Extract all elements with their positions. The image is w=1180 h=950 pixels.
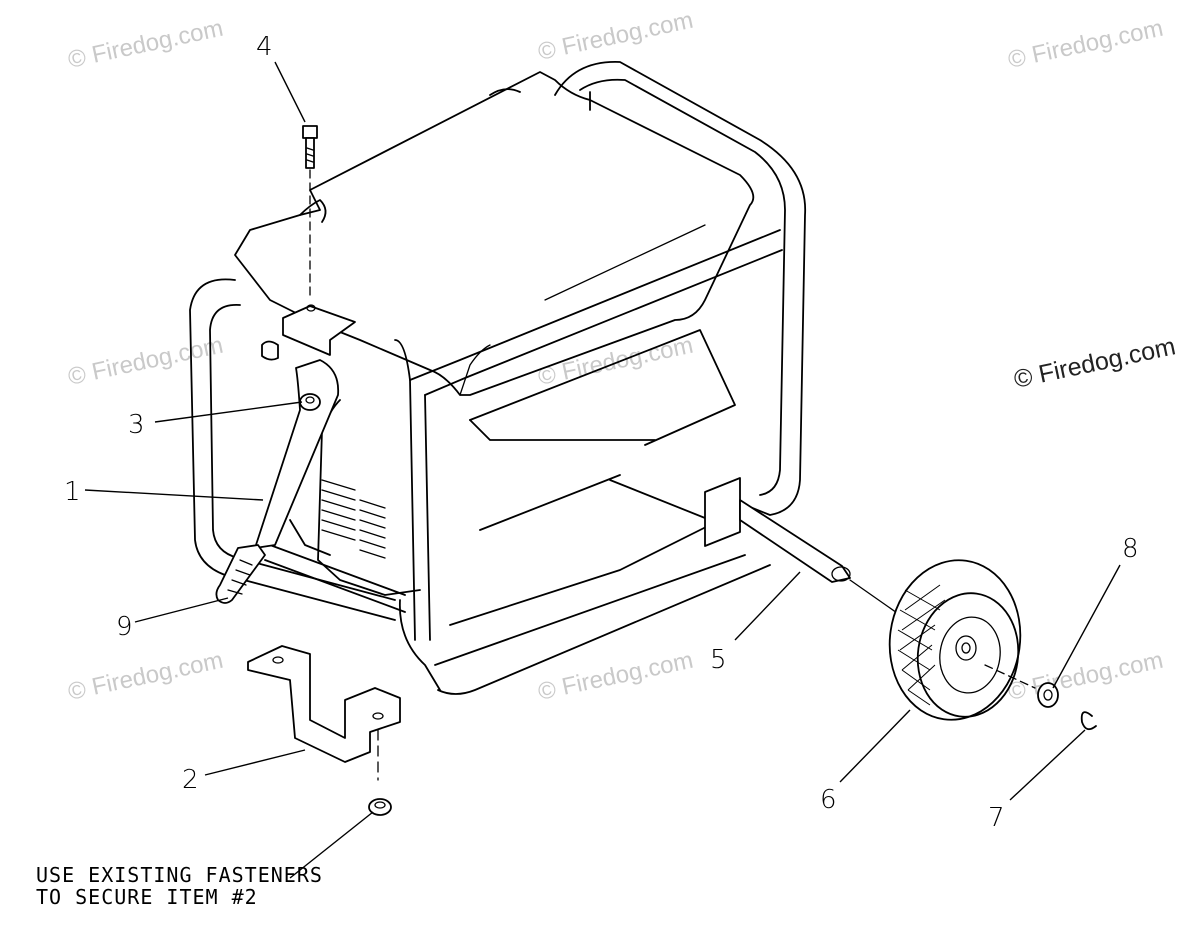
watermark: © Firedog.com bbox=[66, 15, 226, 74]
handle-item-1 bbox=[254, 304, 356, 549]
callout-7: 7 bbox=[988, 803, 1005, 833]
engine-vents bbox=[321, 479, 386, 559]
frame bbox=[189, 61, 806, 695]
callout-8: 8 bbox=[1122, 534, 1139, 564]
washer-item-8 bbox=[984, 664, 1059, 708]
bracket-item-2 bbox=[247, 645, 401, 781]
watermark: © Firedog.com bbox=[1011, 332, 1178, 394]
clip-item-7 bbox=[1080, 711, 1097, 731]
note-line-2: TO SECURE ITEM #2 bbox=[36, 885, 258, 909]
leader-lines bbox=[84, 61, 1121, 879]
watermark: © Firedog.com bbox=[536, 647, 696, 706]
watermark: © Firedog.com bbox=[66, 332, 226, 391]
watermark: © Firedog.com bbox=[536, 7, 696, 66]
watermark: © Firedog.com bbox=[1006, 647, 1166, 706]
nut-item-3 bbox=[299, 393, 321, 411]
wheel-item-6 bbox=[888, 559, 1022, 721]
callout-6: 6 bbox=[820, 785, 837, 815]
assembly-note: USE EXISTING FASTENERS TO SECURE ITEM #2 bbox=[36, 864, 323, 908]
axle-item-5 bbox=[704, 477, 951, 651]
watermark: © Firedog.com bbox=[66, 647, 226, 706]
nut bbox=[368, 798, 392, 816]
note-line-1: USE EXISTING FASTENERS bbox=[36, 863, 323, 887]
callout-5: 5 bbox=[710, 645, 727, 675]
engine bbox=[289, 329, 736, 596]
watermark: © Firedog.com bbox=[1006, 15, 1166, 74]
bolt-item-4 bbox=[302, 125, 318, 301]
callout-2: 2 bbox=[182, 765, 199, 795]
callout-labels: 4 3 1 9 2 5 6 8 7 bbox=[64, 32, 1139, 833]
callout-4: 4 bbox=[256, 32, 273, 62]
callout-1: 1 bbox=[64, 477, 81, 507]
callout-3: 3 bbox=[128, 410, 145, 440]
callout-9: 9 bbox=[116, 612, 133, 642]
fuel-tank bbox=[234, 71, 755, 396]
